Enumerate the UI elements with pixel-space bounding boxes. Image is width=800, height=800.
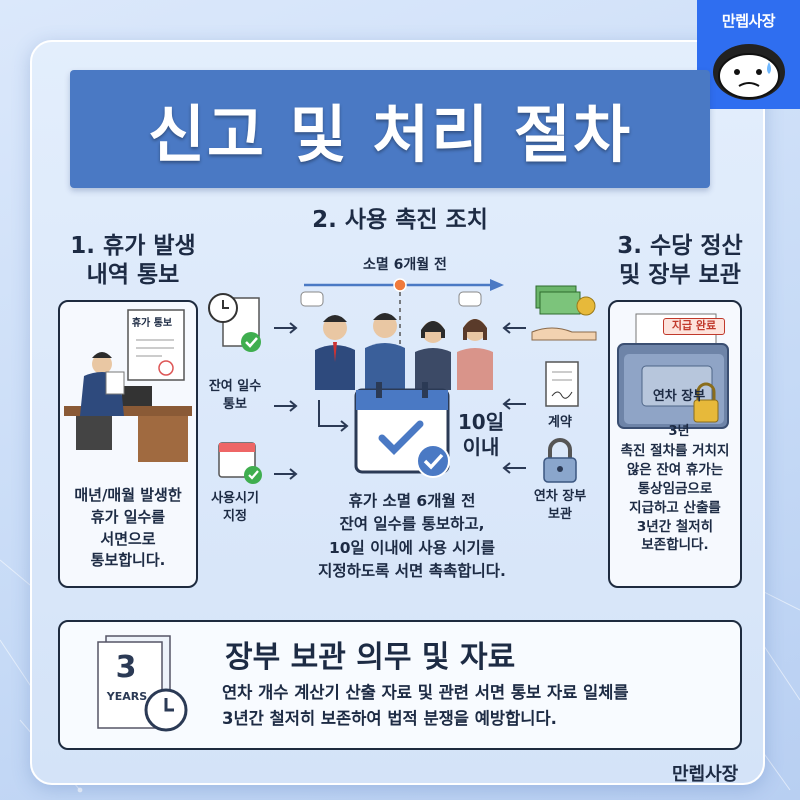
brand-logo-box: 만렙사장: [697, 0, 800, 109]
bottom-body: 연차 개수 계산기 산출 자료 및 관련 서면 통보 자료 일체를 3년간 철저…: [222, 683, 629, 728]
step2-title: 2. 사용 촉진 조치: [312, 207, 488, 233]
doc-label-leave-notice: 휴가 통보: [131, 318, 173, 329]
ten-days-label: 10일 이내: [457, 410, 505, 459]
bottom-title: 장부 보관 의무 및 자료: [225, 640, 516, 675]
step3-title-line1: 3. 수당 정산: [617, 233, 743, 259]
label-ledger-keep: 연차 장부 보관: [533, 489, 587, 522]
label-usage-timing: 사용시기 지정: [211, 491, 259, 524]
lock-icon: [543, 438, 577, 483]
folder-label: 연차 장부 3년: [642, 370, 716, 458]
bend-arrow: [318, 400, 349, 432]
folder-label-line1: 연차 장부: [652, 388, 706, 404]
stamp-paid: 지급 완료: [663, 318, 725, 335]
three-years-icon: [97, 635, 188, 732]
money-hand-icon: [531, 285, 597, 341]
step1-text: 매년/매월 발생한 휴가 일수를 서면으로 통보합니다.: [74, 486, 182, 570]
contract-icon: [545, 361, 579, 407]
employees-illustration: [300, 291, 493, 390]
step1-title: 1. 휴가 발생 내역 통보: [48, 232, 218, 290]
years-number: 3: [115, 650, 137, 685]
brand-footer: 만렙사장: [672, 764, 739, 785]
check-badge-icon: [416, 444, 450, 478]
step2-text: 휴가 소멸 6개월 전 잔여 일수를 통보하고, 10일 이내에 사용 시기를 …: [318, 492, 506, 580]
label-remaining-days: 잔여 일수 통보: [208, 379, 262, 412]
title-banner: 신고 및 처리 절차: [70, 70, 710, 188]
timeline-label: 소멸 6개월 전: [363, 257, 447, 273]
step3-title-line2: 및 장부 보관: [619, 261, 741, 288]
step3-title: 3. 수당 정산 및 장부 보관: [600, 232, 760, 290]
right-arrows: [502, 322, 526, 474]
years-label: YEARS: [106, 690, 148, 703]
office-worker-illustration: [64, 309, 192, 462]
folder-ledger-illustration: [617, 313, 729, 429]
left-arrows: [274, 322, 298, 480]
timeline-arrow: [304, 278, 504, 292]
label-contract: 계약: [548, 415, 572, 430]
calendar-small-icon: [218, 442, 262, 484]
folder-label-line2: 3년: [668, 423, 690, 439]
document-clock-icon: [208, 293, 261, 352]
brand-logo-text: 만렙사장: [721, 12, 776, 30]
page-title: 신고 및 처리 절차: [147, 98, 633, 171]
mascot-icon: [713, 44, 785, 100]
step1-title-line2: 내역 통보: [86, 261, 180, 288]
step3-text: 촉진 절차를 거치지 않은 잔여 휴가는 통상임금으로 지급하고 산출를 3년간…: [620, 443, 730, 554]
step1-title-line1: 1. 휴가 발생: [70, 233, 196, 259]
